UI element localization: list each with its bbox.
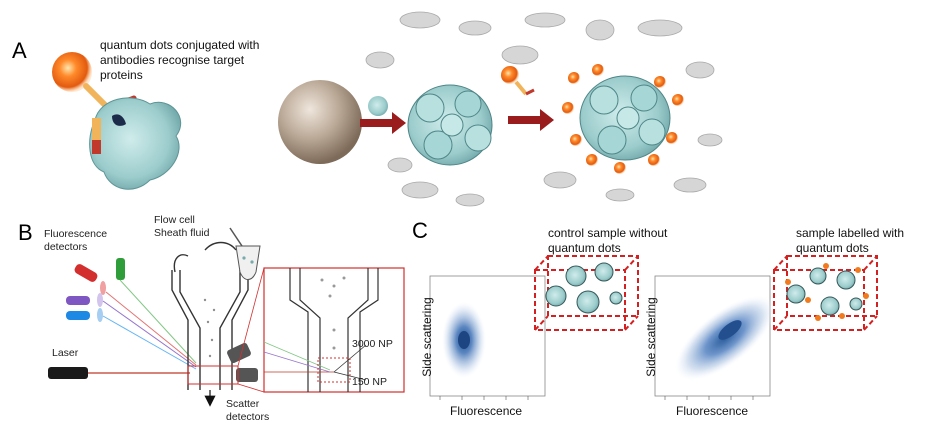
- laser-icon: [48, 367, 190, 379]
- protein-small-icon: [368, 96, 388, 116]
- zoomed-particles: [320, 276, 346, 350]
- sample-tube-icon: [229, 227, 261, 280]
- protein-icon: [89, 97, 182, 190]
- labelled-protein-cluster: [579, 75, 671, 161]
- sample-dots: [203, 298, 216, 358]
- zoomed-flow-cell: [289, 268, 379, 392]
- panel-a-caption: quantum dots conjugated with antibodies …: [100, 38, 260, 82]
- background-proteins: [365, 11, 723, 207]
- process-arrow-2: [508, 109, 554, 131]
- plot-right: [654, 275, 775, 397]
- nanoparticle-sphere-icon: [278, 80, 362, 164]
- zoomed-laser-beams: [263, 341, 367, 381]
- plot-right-xlabel: Fluorescence: [676, 404, 749, 418]
- plot-ticks: [439, 396, 754, 400]
- panel-letter-c: C: [412, 218, 428, 243]
- flow-cell-label: Flow cell: [154, 214, 195, 226]
- fluorescence-detectors-label: Fluorescence detectors: [44, 228, 108, 253]
- quantum-dot-icon: [501, 66, 519, 84]
- np-region: [317, 357, 351, 383]
- panel-letter-a: A: [12, 38, 27, 63]
- quantum-dot-icon: [52, 52, 92, 92]
- plot-right-ylabel: Side scattering: [644, 297, 658, 377]
- labelled-clusters: [785, 263, 869, 321]
- plot-left-xlabel: Fluorescence: [450, 404, 523, 418]
- protein-corona-cluster: [407, 84, 493, 166]
- control-sample-caption: control sample without quantum dots: [548, 226, 668, 255]
- plot-left: [429, 275, 546, 397]
- panel-letter-b: B: [18, 220, 33, 245]
- laser-label: Laser: [52, 347, 79, 359]
- attached-quantum-dots: [562, 64, 684, 174]
- control-clusters: [545, 262, 623, 314]
- labelled-sample-caption: sample labelled with quantum dots: [796, 226, 905, 255]
- plot-left-ylabel: Side scattering: [420, 297, 434, 377]
- np-3000-label: 3000 NP: [352, 338, 393, 350]
- fluorescence-detectors: [66, 258, 197, 370]
- sheath-fluid-label: Sheath fluid: [154, 227, 210, 239]
- process-arrow-1: [360, 112, 406, 134]
- np-150-label: 150 NP: [352, 376, 388, 388]
- detector-icon: [227, 342, 258, 382]
- zoom-indicator: [187, 365, 239, 385]
- zoomed-flow-cell-box: [263, 267, 405, 393]
- scatter-detectors-label: Scatter detectors: [226, 398, 270, 423]
